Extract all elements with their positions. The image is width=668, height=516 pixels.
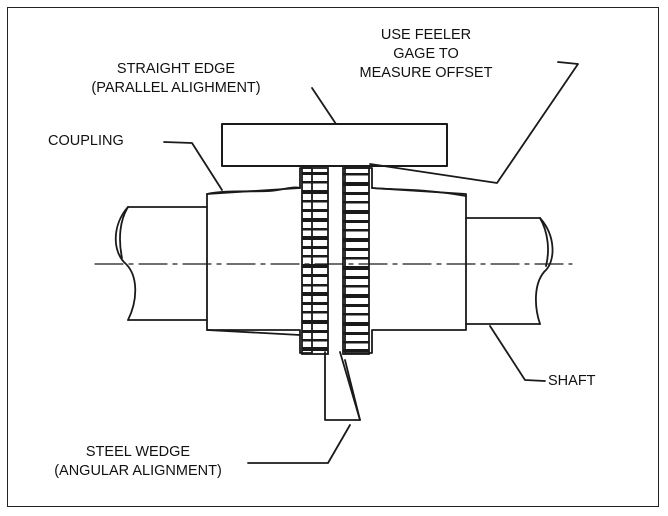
right-gear-teeth — [342, 167, 370, 355]
left-coupling-hub — [206, 167, 313, 354]
left-gear-teeth — [301, 167, 329, 355]
steel-wedge-label: STEEL WEDGE (ANGULAR ALIGNMENT) — [54, 444, 222, 479]
right-shaft — [465, 217, 541, 325]
right-shaft-end — [535, 217, 554, 325]
left-hub-bottom — [206, 329, 301, 336]
wedge-leader — [247, 424, 351, 464]
left-shaft — [127, 206, 208, 321]
straight-edge-label: STRAIGHT EDGE (PARALLEL ALIGHMENT) — [91, 61, 261, 96]
steel-wedge-edge — [344, 359, 361, 421]
feeler-gage-label: USE FEELER GAGE TO MEASURE OFFSET — [359, 27, 493, 81]
diagram-frame — [7, 7, 659, 507]
shaft-leader — [489, 325, 546, 382]
feeler-gage-leader — [369, 61, 579, 184]
steel-wedge — [324, 351, 361, 421]
straight-edge-leader — [311, 87, 337, 125]
coupling-leader — [163, 141, 223, 191]
left-hub-rim — [206, 186, 301, 195]
left-shaft-end — [114, 206, 137, 321]
right-hub-flange — [371, 187, 467, 197]
shaft-label: SHAFT — [548, 373, 596, 389]
right-shaft-break — [539, 217, 549, 267]
coupling-label: COUPLING — [48, 133, 124, 149]
straight-edge — [221, 123, 448, 167]
left-shaft-break — [119, 206, 129, 259]
